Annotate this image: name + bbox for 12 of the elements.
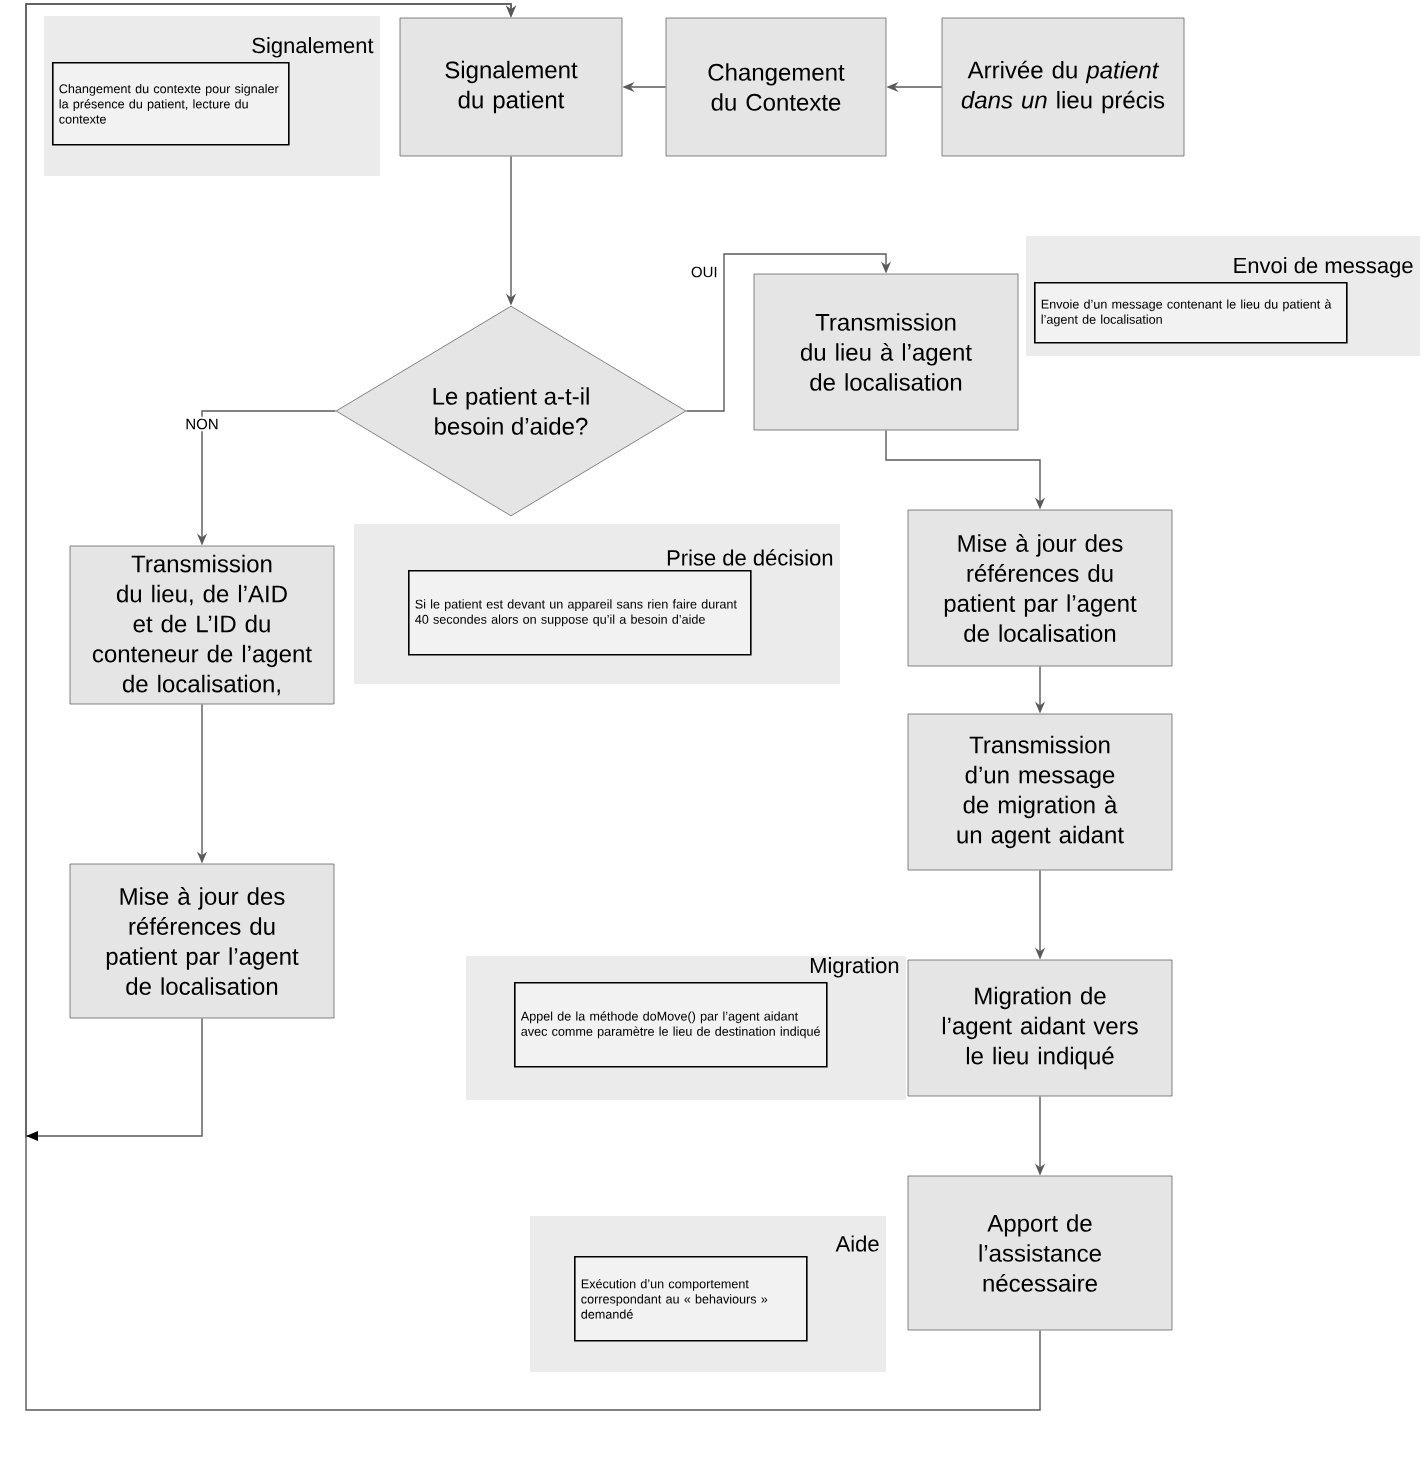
process-box: Arrivée du patient dans un lieu précis <box>941 17 1185 157</box>
process-box: Mise à jour des références du patient par l’agent de localisation <box>907 509 1173 667</box>
process-box: Mise à jour des références du patient par l’agent de localisation <box>69 863 335 1019</box>
process-box: Transmission d’un message de migration à un agent aidant <box>907 713 1173 871</box>
process-box: Changement du Contexte <box>665 17 887 157</box>
arrow <box>685 253 892 412</box>
process-box: Apport de l’assistance nécessaire <box>907 1175 1173 1331</box>
process-box: Transmission du lieu à l’agent de localisation <box>753 273 1019 431</box>
process-box: Transmission du lieu, de l’AID et de L’ID du conteneur de l’agent de localisation, <box>69 545 335 705</box>
process-box: Signalement du patient <box>399 17 623 157</box>
process-box: Migration de l’agent aidant vers le lieu indiqué <box>907 959 1173 1097</box>
arrow <box>25 3 517 1141</box>
